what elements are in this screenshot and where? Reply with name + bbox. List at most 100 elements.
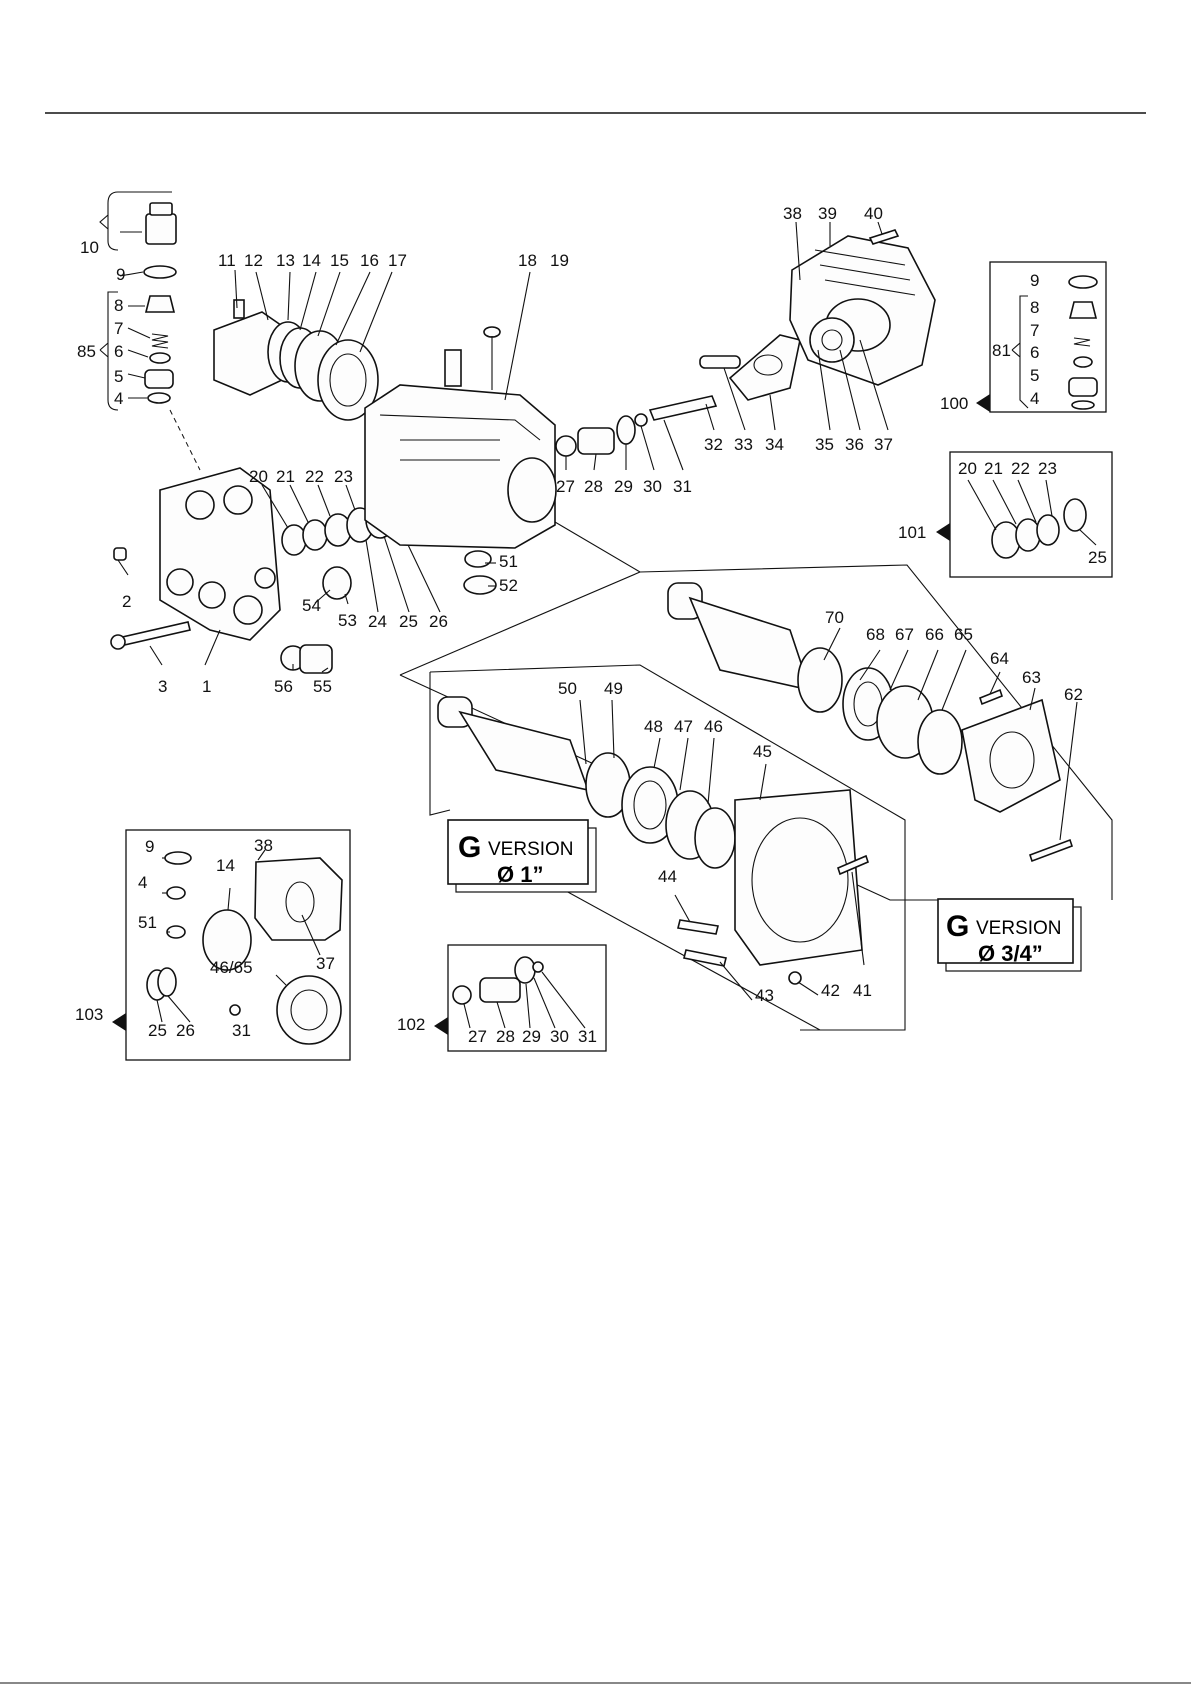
g-version-diameter-34: Ø 3/4” — [978, 941, 1043, 966]
part-label: 27 — [556, 477, 575, 496]
part-label: 50 — [558, 679, 577, 698]
kit-101-number: 101 — [898, 523, 926, 542]
kit-101-box — [936, 451, 1113, 578]
kit-102-item: 30 — [550, 1027, 569, 1046]
kit-101-item: 21 — [984, 459, 1003, 478]
part-label: 85 — [77, 342, 96, 361]
kit-100-item: 7 — [1030, 321, 1039, 340]
part-label: 56 — [274, 677, 293, 696]
part-label: 24 — [368, 612, 387, 631]
part-label: 12 — [244, 251, 263, 270]
valve-stack — [99, 191, 201, 471]
g-version-letter-1: G — [458, 831, 481, 864]
part-label: 66 — [925, 625, 944, 644]
part-label: 10 — [80, 238, 99, 257]
part-label: 28 — [584, 477, 603, 496]
kit-103-item: 51 — [138, 913, 157, 932]
g-version-three-quarter-badge: G VERSION Ø 3/4” — [937, 898, 1082, 972]
part-label: 47 — [674, 717, 693, 736]
kit-101-item: 22 — [1011, 459, 1030, 478]
part-labels: 10 9 8 85 7 6 5 4 11 12 13 14 15 16 17 1… — [77, 204, 1083, 1005]
part-label: 38 — [783, 204, 802, 223]
part-label: 55 — [313, 677, 332, 696]
part-label: 14 — [302, 251, 321, 270]
part-label: 63 — [1022, 668, 1041, 687]
part-label: 15 — [330, 251, 349, 270]
part-label: 53 — [338, 611, 357, 630]
kit-103-item: 25 — [148, 1021, 167, 1040]
g-version-word-1: VERSION — [488, 839, 574, 860]
part-label: 4 — [114, 389, 123, 408]
kit-102-item: 27 — [468, 1027, 487, 1046]
piston-assembly — [555, 334, 801, 471]
g-version-three-quarter-group — [399, 521, 1113, 901]
crankcase — [213, 269, 557, 549]
kit-103-item: 31 — [232, 1021, 251, 1040]
part-label: 70 — [825, 608, 844, 627]
part-label: 68 — [866, 625, 885, 644]
part-label: 5 — [114, 367, 123, 386]
part-label: 49 — [604, 679, 623, 698]
kit-103-item: 37 — [316, 954, 335, 973]
kit-100-item: 6 — [1030, 343, 1039, 362]
part-label: 45 — [753, 742, 772, 761]
part-label: 31 — [673, 477, 692, 496]
part-label: 18 — [518, 251, 537, 270]
g-version-letter-34: G — [946, 910, 969, 943]
kit-102-number: 102 — [397, 1015, 425, 1034]
part-label: 36 — [845, 435, 864, 454]
g-version-diameter-1: Ø 1” — [497, 862, 543, 887]
kit-102-box — [434, 944, 607, 1052]
kit-103-item: 4 — [138, 873, 147, 892]
kit-101-item: 23 — [1038, 459, 1057, 478]
kit-103-item: 26 — [176, 1021, 195, 1040]
part-label: 33 — [734, 435, 753, 454]
part-label: 51 — [499, 552, 518, 571]
part-label: 2 — [122, 592, 131, 611]
kit-103-box — [112, 829, 351, 1061]
part-label: 1 — [202, 677, 211, 696]
g-version-one-inch-group — [429, 664, 906, 1031]
part-label: 6 — [114, 342, 123, 361]
kit-102-item: 31 — [578, 1027, 597, 1046]
kit-81-group: 81 — [992, 341, 1011, 360]
part-label: 17 — [388, 251, 407, 270]
kit-101-item: 20 — [958, 459, 977, 478]
part-label: 9 — [116, 265, 125, 284]
part-label: 19 — [550, 251, 569, 270]
part-label: 35 — [815, 435, 834, 454]
part-label: 32 — [704, 435, 723, 454]
part-label: 43 — [755, 986, 774, 1005]
part-label: 7 — [114, 319, 123, 338]
part-label: 20 — [249, 467, 268, 486]
part-label: 65 — [954, 625, 973, 644]
g-version-one-inch-badge: G VERSION Ø 1” — [447, 819, 597, 893]
part-label: 46 — [704, 717, 723, 736]
part-label: 16 — [360, 251, 379, 270]
kit-100-item: 8 — [1030, 298, 1039, 317]
kit-100-item: 4 — [1030, 389, 1039, 408]
part-label: 30 — [643, 477, 662, 496]
kit-101-item: 25 — [1088, 548, 1107, 567]
part-label: 21 — [276, 467, 295, 486]
kit-103-item: 9 — [145, 837, 154, 856]
kit-103-item: 38 — [254, 836, 273, 855]
kit-100-item: 9 — [1030, 271, 1039, 290]
part-label: 48 — [644, 717, 663, 736]
part-label: 26 — [429, 612, 448, 631]
rear-cover — [789, 221, 936, 431]
part-label: 41 — [853, 981, 872, 1000]
part-label: 8 — [114, 296, 123, 315]
part-label: 52 — [499, 576, 518, 595]
part-label: 67 — [895, 625, 914, 644]
part-label: 34 — [765, 435, 784, 454]
kit-labels: 100 81 9 8 7 6 5 4 101 20 21 22 23 25 10… — [75, 271, 1107, 1046]
part-label: 23 — [334, 467, 353, 486]
kit-102-item: 28 — [496, 1027, 515, 1046]
manifold-head — [110, 467, 497, 674]
kit-100-number: 100 — [940, 394, 968, 413]
part-label: 44 — [658, 867, 677, 886]
part-label: 37 — [874, 435, 893, 454]
kit-103-number: 103 — [75, 1005, 103, 1024]
